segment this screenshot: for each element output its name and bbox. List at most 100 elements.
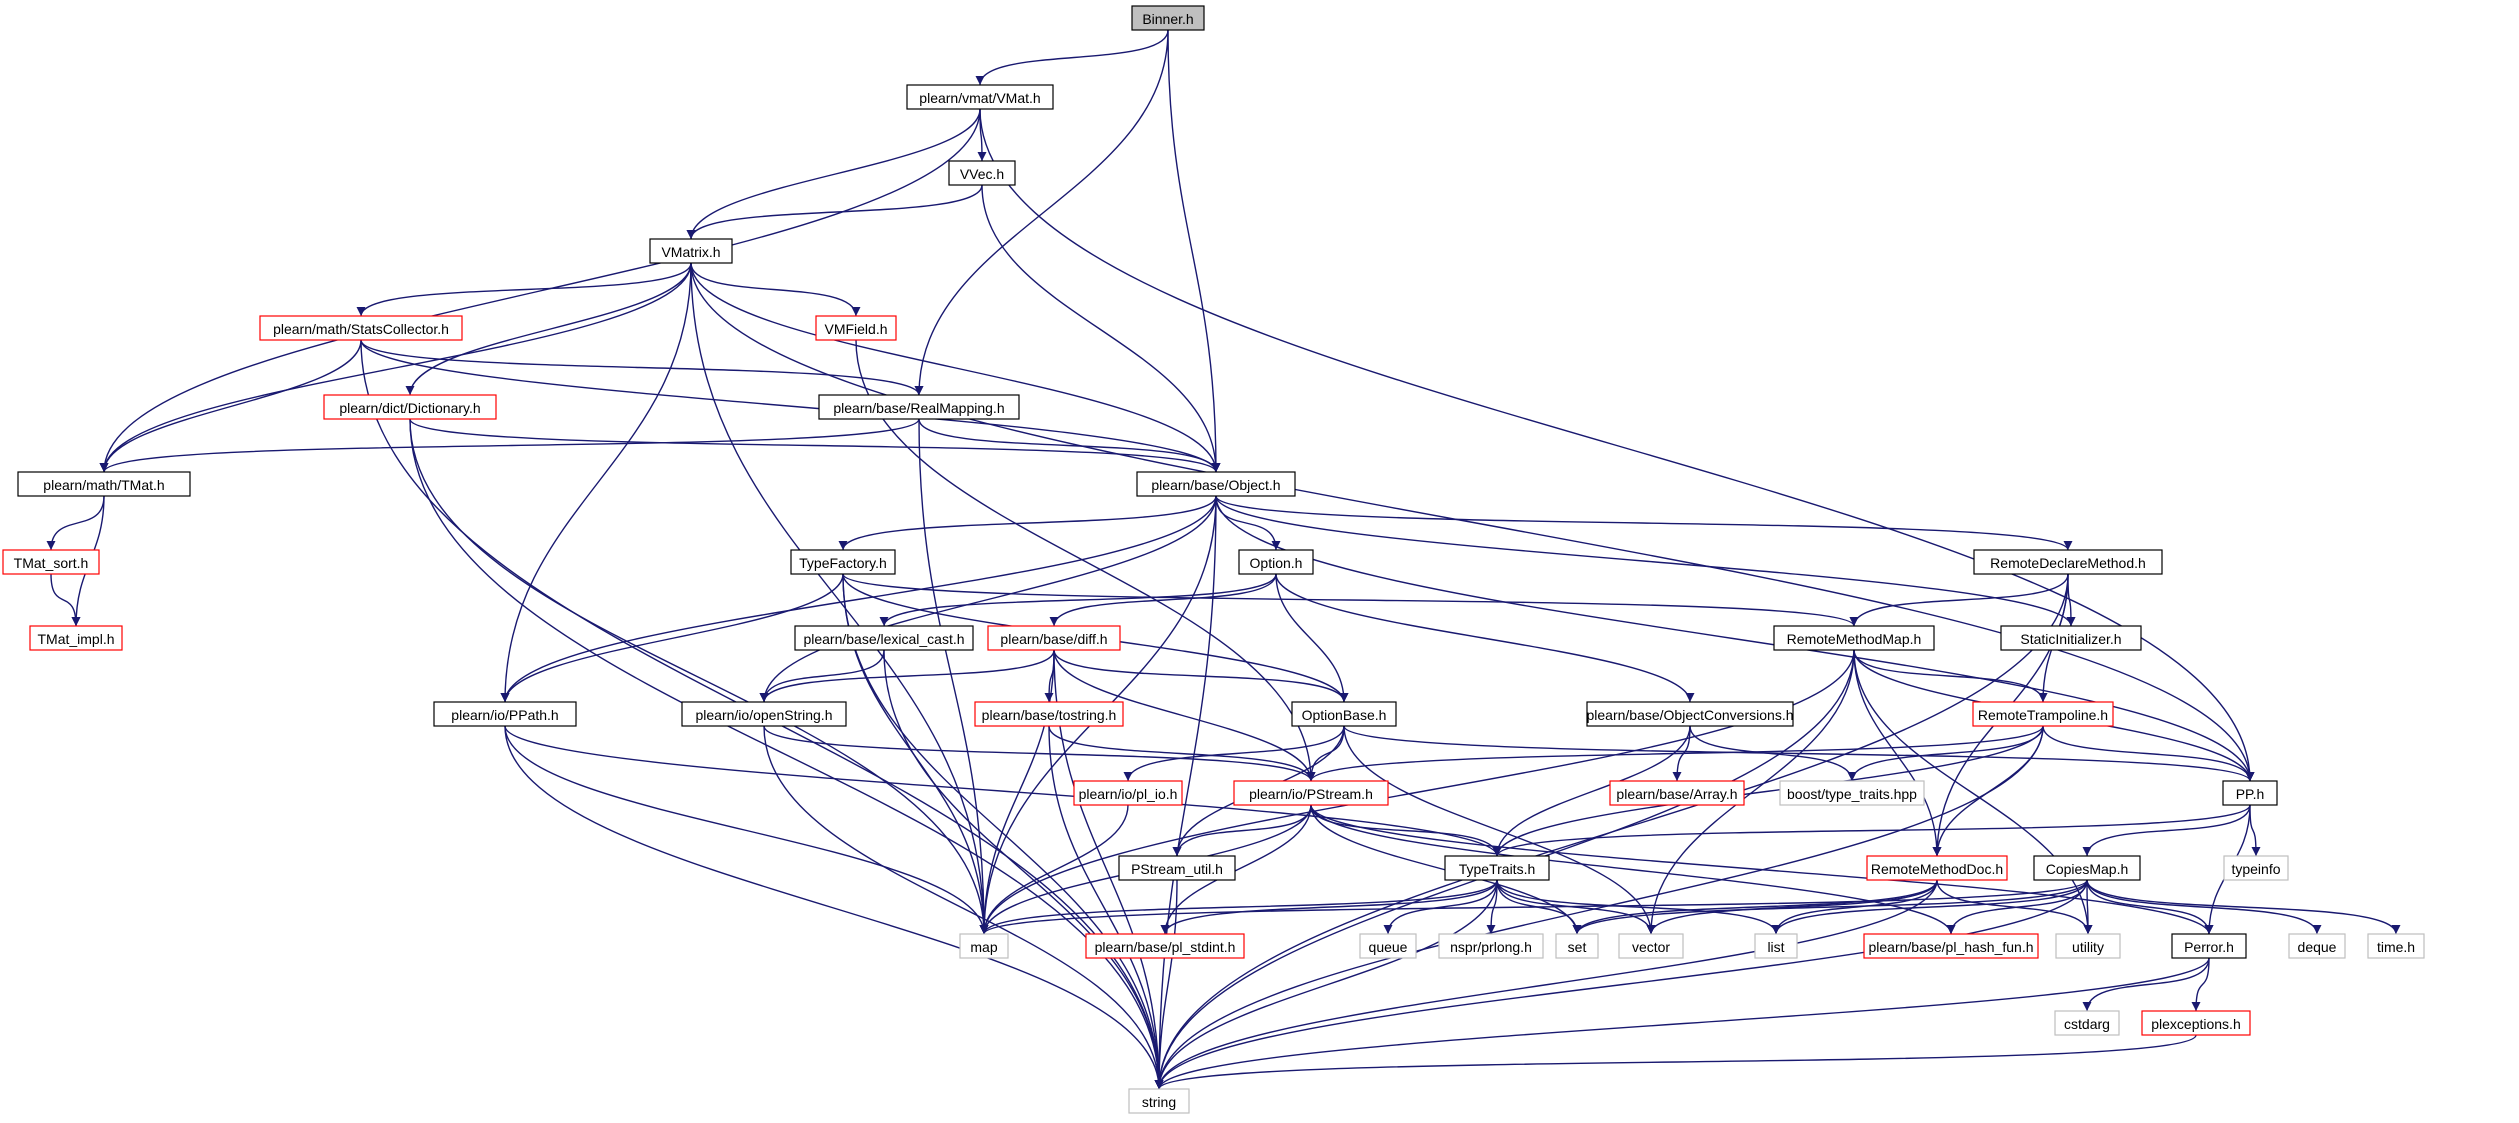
node-plhash[interactable]: plearn/base/pl_hash_fun.h [1863, 933, 2039, 959]
edge-object-to-ppath [500, 495, 1217, 703]
node-pstream[interactable]: plearn/io/PStream.h [1233, 780, 1389, 806]
node-plexceptions[interactable]: plexceptions.h [2141, 1010, 2251, 1036]
edge-remotetramp-to-pstream [1306, 725, 2044, 782]
node-typeinfo: typeinfo [2223, 855, 2289, 881]
node-box-plhash [1863, 933, 2039, 959]
node-typefactory[interactable]: TypeFactory.h [790, 549, 896, 575]
edge-tostring-to-string [1048, 725, 1164, 1090]
node-lexicalcast[interactable]: plearn/base/lexical_cast.h [794, 625, 974, 651]
node-label-copiesmap: CopiesMap.h [2046, 861, 2129, 877]
edge-optionbase-to-pstream [1306, 725, 1345, 782]
node-label-vector: vector [1632, 939, 1670, 955]
edge-option-to-diff [1049, 573, 1277, 627]
node-box-tmatimpl [29, 625, 123, 651]
edge-remotemethoddoc-to-set [1572, 879, 1938, 935]
node-label-statscollector: plearn/math/StatsCollector.h [273, 321, 449, 337]
node-ppath[interactable]: plearn/io/PPath.h [433, 701, 577, 727]
node-box-vmatrix [649, 238, 733, 264]
node-openstring[interactable]: plearn/io/openString.h [681, 701, 847, 727]
edge-binner-to-realmapping [914, 29, 1169, 396]
node-label-option: Option.h [1250, 555, 1303, 571]
node-box-array [1609, 780, 1745, 806]
node-remotemethodmap[interactable]: RemoteMethodMap.h [1773, 625, 1935, 651]
edge-pstreamutil-to-string [1154, 879, 1178, 1090]
edge-objconv-to-boosttt [1689, 725, 1857, 782]
node-label-ppath: plearn/io/PPath.h [451, 707, 558, 723]
edge-object-to-pp [1215, 495, 2255, 782]
node-box-pstreamutil [1118, 855, 1236, 881]
node-box-statscollector [259, 315, 463, 341]
edge-perror-to-string [1154, 957, 2210, 1090]
node-label-cstdarg: cstdarg [2064, 1016, 2110, 1032]
node-label-pstream: plearn/io/PStream.h [1249, 786, 1373, 802]
node-array[interactable]: plearn/base/Array.h [1609, 780, 1745, 806]
node-vmfield[interactable]: VMField.h [815, 315, 897, 341]
edge-typefactory-to-remotemethodmap [842, 573, 1859, 627]
node-box-objconv [1586, 701, 1794, 727]
node-binner[interactable]: Binner.h [1131, 5, 1205, 31]
node-box-object [1136, 471, 1296, 497]
node-label-lexicalcast: plearn/base/lexical_cast.h [803, 631, 964, 647]
node-nsprlong: nspr/prlong.h [1438, 933, 1544, 959]
node-tmatimpl[interactable]: TMat_impl.h [29, 625, 123, 651]
node-label-tmatsort: TMat_sort.h [14, 555, 89, 571]
node-objconv[interactable]: plearn/base/ObjectConversions.h [1586, 701, 1794, 727]
node-label-vmat: plearn/vmat/VMat.h [919, 90, 1040, 106]
edge-vmatrix-to-map [690, 262, 989, 935]
edge-object-to-staticinit [1215, 495, 2076, 627]
node-optionbase[interactable]: OptionBase.h [1291, 701, 1397, 727]
node-boosttt: boost/type_traits.hpp [1779, 780, 1925, 806]
node-box-typefactory [790, 549, 896, 575]
node-staticinit[interactable]: StaticInitializer.h [2000, 625, 2142, 651]
node-copiesmap[interactable]: CopiesMap.h [2033, 855, 2141, 881]
node-plstdint[interactable]: plearn/base/pl_stdint.h [1085, 933, 1245, 959]
edge-copiesmap-to-deque [2086, 879, 2322, 935]
node-remotemethoddoc[interactable]: RemoteMethodDoc.h [1866, 855, 2008, 881]
node-remotedeclare[interactable]: RemoteDeclareMethod.h [1973, 549, 2163, 575]
edge-pp-to-typetraits [1492, 804, 2251, 857]
edge-typetraits-to-plstdint [1160, 879, 1498, 935]
node-string: string [1128, 1088, 1190, 1114]
edge-diff-to-openstring [759, 649, 1055, 703]
node-tmat[interactable]: plearn/math/TMat.h [17, 471, 191, 497]
node-label-string: string [1142, 1094, 1176, 1110]
node-plio[interactable]: plearn/io/pl_io.h [1073, 780, 1183, 806]
node-option[interactable]: Option.h [1238, 549, 1314, 575]
edge-lexicalcast-to-string [883, 649, 1164, 1090]
node-box-tostring [974, 701, 1124, 727]
node-box-dictionary [323, 394, 497, 420]
node-remotetramp[interactable]: RemoteTrampoline.h [1972, 701, 2114, 727]
node-pstreamutil[interactable]: PStream_util.h [1118, 855, 1236, 881]
node-pp[interactable]: PP.h [2222, 780, 2278, 806]
node-tmatsort[interactable]: TMat_sort.h [2, 549, 100, 575]
node-vvec[interactable]: VVec.h [948, 160, 1016, 186]
node-dictionary[interactable]: plearn/dict/Dictionary.h [323, 394, 497, 420]
node-label-deque: deque [2298, 939, 2337, 955]
edge-typetraits-to-queue [1383, 879, 1498, 935]
edge-pstream-to-perror [1310, 804, 2214, 935]
edge-typetraits-to-string [1154, 879, 1498, 1090]
node-box-typetraits [1444, 855, 1550, 881]
node-label-remotemethoddoc: RemoteMethodDoc.h [1871, 861, 2003, 877]
node-realmapping[interactable]: plearn/base/RealMapping.h [818, 394, 1020, 420]
node-box-list [1754, 933, 1798, 959]
node-box-timeh [2367, 933, 2425, 959]
node-box-remotemethodmap [1773, 625, 1935, 651]
edge-openstring-to-string [763, 725, 1164, 1090]
edge-perror-to-cstdarg [2082, 957, 2210, 1012]
node-diff[interactable]: plearn/base/diff.h [987, 625, 1121, 651]
node-label-queue: queue [1369, 939, 1408, 955]
edge-pstream-to-typetraits [1310, 804, 1502, 857]
node-object[interactable]: plearn/base/Object.h [1136, 471, 1296, 497]
node-perror[interactable]: Perror.h [2171, 933, 2247, 959]
edge-object-to-remotedeclare [1215, 495, 2073, 551]
node-label-optionbase: OptionBase.h [1302, 707, 1387, 723]
node-statscollector[interactable]: plearn/math/StatsCollector.h [259, 315, 463, 341]
edge-object-to-typefactory [838, 495, 1217, 551]
node-typetraits[interactable]: TypeTraits.h [1444, 855, 1550, 881]
node-vmatrix[interactable]: VMatrix.h [649, 238, 733, 264]
node-tostring[interactable]: plearn/base/tostring.h [974, 701, 1124, 727]
node-box-plexceptions [2141, 1010, 2251, 1036]
edge-remotemethoddoc-to-vector [1646, 879, 1938, 935]
node-vmat[interactable]: plearn/vmat/VMat.h [906, 84, 1054, 110]
